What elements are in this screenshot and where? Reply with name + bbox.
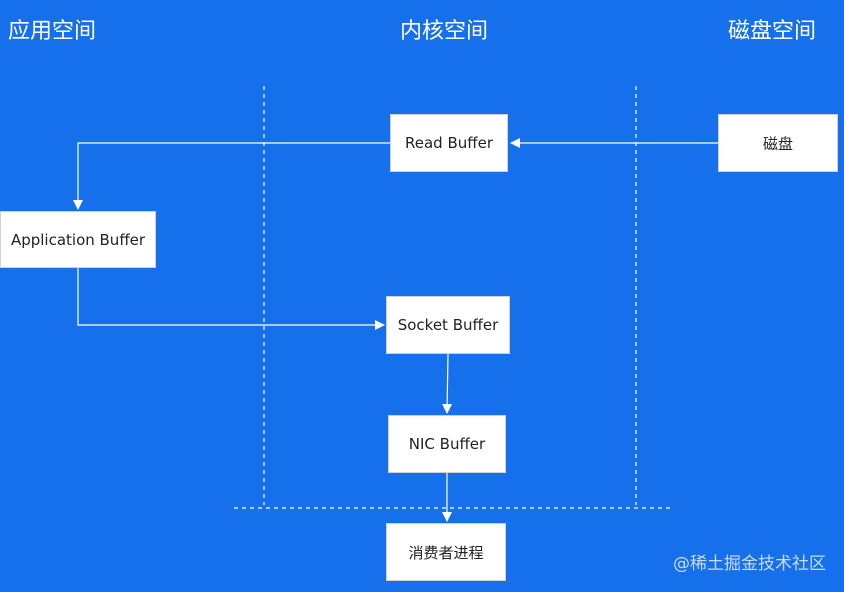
nic-buffer-label: NIC Buffer (408, 435, 486, 453)
watermark: @稀土掘金技术社区 (673, 554, 826, 574)
arrow-read-buffer-to-application-buffer (73, 142, 390, 210)
disk-label: 磁盘 (762, 134, 793, 153)
arrow-application-buffer-to-socket-buffer (77, 268, 385, 330)
consumer-process-box: 消费者进程 (386, 523, 506, 581)
disk-box: 磁盘 (718, 114, 838, 172)
kernel-space-title: 内核空间 (400, 19, 489, 44)
consumer-process-label: 消费者进程 (408, 543, 484, 562)
application-buffer-box: Application Buffer (0, 211, 156, 268)
read-buffer-label: Read Buffer (405, 134, 493, 152)
read-buffer-box: Read Buffer (390, 114, 508, 172)
socket-buffer-box: Socket Buffer (386, 296, 510, 354)
application-space-title: 应用空间 (8, 19, 97, 44)
application-buffer-label: Application Buffer (10, 230, 146, 249)
nic-buffer-box: NIC Buffer (388, 415, 506, 473)
disk-space-title: 磁盘空间 (728, 19, 817, 44)
socket-buffer-label: Socket Buffer (397, 316, 499, 334)
arrow-socket-buffer-to-nic-buffer (442, 353, 453, 414)
